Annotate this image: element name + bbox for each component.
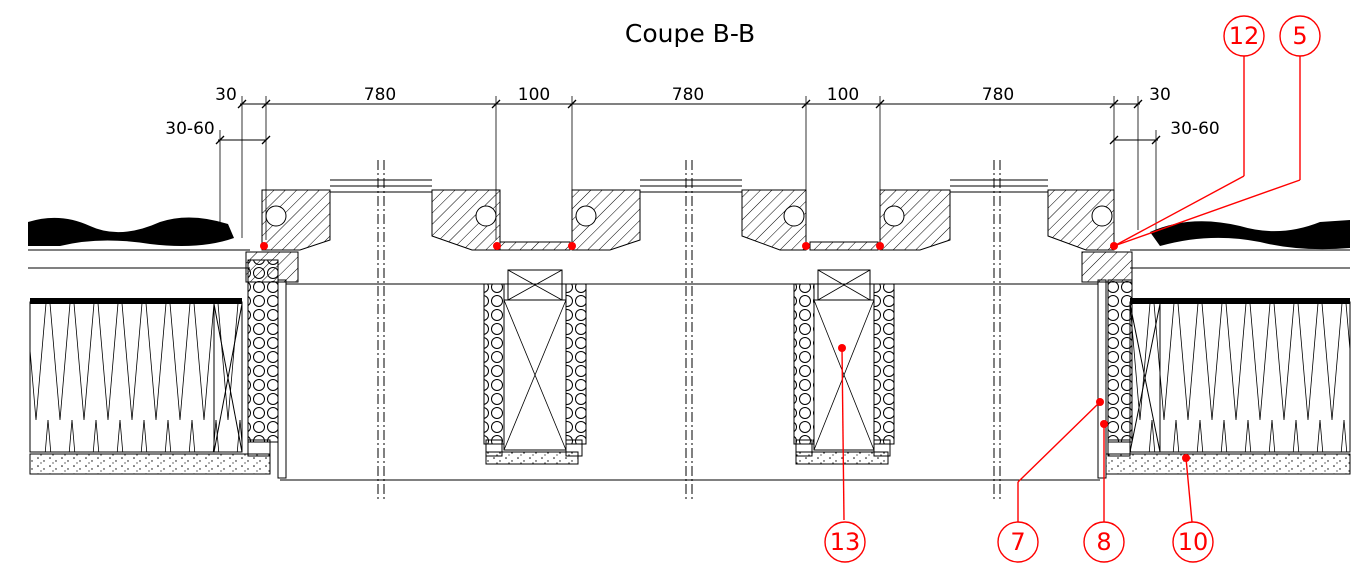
- dim-span-1: 780: [364, 85, 396, 105]
- dim-right-range: 30-60: [1170, 119, 1219, 139]
- dim-gap-2: 100: [827, 85, 859, 105]
- dim-left-range: 30-60: [165, 119, 214, 139]
- break-lines: [377, 160, 1001, 500]
- callout-12: 12: [1223, 15, 1265, 57]
- frame-profiles: [261, 189, 1115, 251]
- section-title: Coupe B-B: [625, 19, 755, 48]
- svg-text:7: 7: [1010, 528, 1025, 556]
- dim-span-2: 780: [672, 85, 704, 105]
- screed-left: [29, 453, 271, 475]
- upright-right: [1081, 251, 1133, 479]
- callout-8: 8: [1083, 521, 1125, 563]
- svg-text:5: 5: [1292, 22, 1307, 50]
- insulation-left: [29, 298, 243, 453]
- insulation-right: [1129, 298, 1351, 453]
- svg-text:12: 12: [1229, 22, 1260, 50]
- svg-text:8: 8: [1096, 528, 1111, 556]
- upright-1: [483, 241, 587, 465]
- callout-5: 5: [1279, 15, 1321, 57]
- red-markers: [260, 242, 1190, 462]
- callout-13: 13: [824, 521, 866, 563]
- dim-span-3: 780: [982, 85, 1014, 105]
- dim-right-30: 30: [1149, 85, 1171, 105]
- upright-left: [245, 251, 299, 479]
- screed-right: [1099, 453, 1351, 475]
- callout-leaders: [841, 56, 1301, 523]
- svg-text:10: 10: [1178, 528, 1209, 556]
- upright-2: [793, 241, 895, 465]
- roof-tiles-right: [1150, 220, 1350, 250]
- dimension-chain: [215, 96, 1161, 240]
- callout-10: 10: [1172, 521, 1214, 563]
- callout-7: 7: [997, 521, 1039, 563]
- dim-gap-1: 100: [518, 85, 550, 105]
- roof-tiles-left: [28, 217, 234, 246]
- dim-left-30: 30: [215, 85, 237, 105]
- glazing: [330, 179, 1048, 193]
- svg-text:13: 13: [830, 528, 861, 556]
